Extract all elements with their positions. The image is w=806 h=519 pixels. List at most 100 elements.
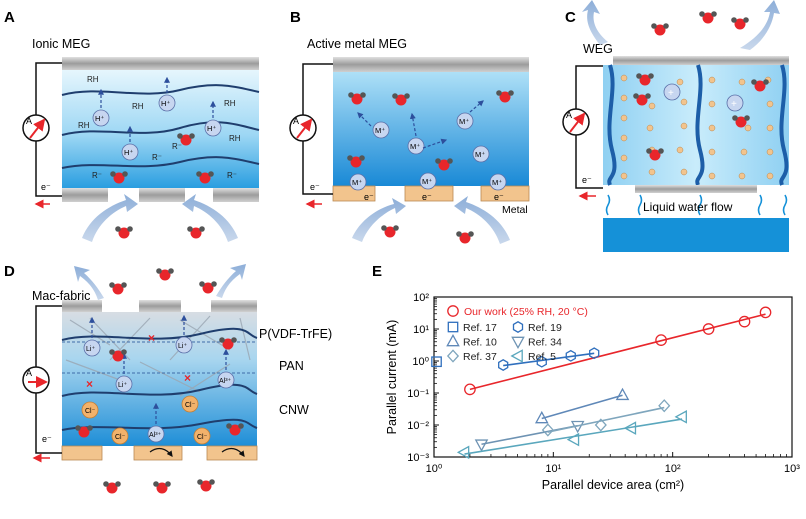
data-point xyxy=(655,334,667,346)
svg-text:M⁺: M⁺ xyxy=(492,178,502,187)
rh-label: RH xyxy=(78,121,90,130)
water-flow-layer xyxy=(603,218,789,252)
panel-d: D Mac-fabric Li⁺ Li⁺ Li⁺ Al³⁺ Al³⁺ Cl⁻ C… xyxy=(4,263,332,494)
x-tick-label: 10² xyxy=(665,463,681,475)
svg-text:H⁺: H⁺ xyxy=(207,124,216,133)
data-point xyxy=(498,359,509,371)
svg-text:M⁺: M⁺ xyxy=(410,142,420,151)
legend-label: Ref. 10 xyxy=(463,337,497,349)
data-point xyxy=(464,383,476,396)
y-tick-label: 10⁻¹ xyxy=(407,388,429,400)
svg-text:A: A xyxy=(566,110,572,120)
metal-ions: M⁺ M⁺ M⁺ M⁺ M⁺ M⁺ M⁺ xyxy=(349,112,507,191)
panel-letter-b: B xyxy=(290,9,301,26)
svg-text:×: × xyxy=(86,377,93,391)
panel-b-title: Active metal MEG xyxy=(307,37,407,51)
y-axis-label: Parallel current (mA) xyxy=(385,320,399,435)
data-point xyxy=(512,321,524,333)
rh-label: RH xyxy=(224,99,236,108)
data-point xyxy=(759,306,772,319)
y-tick-label: 10² xyxy=(413,292,429,304)
svg-text:Li⁺: Li⁺ xyxy=(86,346,95,353)
svg-text:Li⁺: Li⁺ xyxy=(118,382,127,389)
svg-text:×: × xyxy=(184,371,191,385)
data-point xyxy=(623,421,637,435)
data-point xyxy=(615,387,630,401)
legend-label: Ref. 5 xyxy=(528,351,556,363)
data-point xyxy=(541,423,554,437)
data-point xyxy=(446,333,460,347)
svg-text:M⁺: M⁺ xyxy=(375,126,385,135)
series-ref-5 xyxy=(456,410,687,460)
data-point xyxy=(589,347,600,360)
svg-text:M⁺: M⁺ xyxy=(352,178,362,187)
svg-text:A: A xyxy=(26,368,32,378)
anion-label: R⁻ xyxy=(227,171,237,180)
svg-text:+: + xyxy=(668,88,674,99)
svg-text:H⁺: H⁺ xyxy=(124,148,133,157)
y-tick-label: 10⁻² xyxy=(407,420,429,432)
data-point xyxy=(474,439,489,452)
fit-line xyxy=(503,352,595,367)
water-layer xyxy=(62,70,259,188)
fit-line xyxy=(547,406,665,433)
data-point xyxy=(536,355,547,368)
data-point xyxy=(534,410,549,424)
data-point xyxy=(658,399,671,413)
electron-label: e⁻ xyxy=(41,182,51,192)
series-ref-37 xyxy=(541,399,671,437)
fit-line xyxy=(469,313,766,391)
svg-text:Cl⁻: Cl⁻ xyxy=(115,434,126,441)
data-point xyxy=(447,305,459,317)
anion-label: R⁻ xyxy=(152,153,162,162)
chloride-balls: Cl⁻ Cl⁻ Cl⁻ Cl⁻ xyxy=(81,395,211,445)
anion-label: R⁻ xyxy=(172,142,182,151)
legend-label: Ref. 34 xyxy=(528,337,562,349)
panel-d-title: Mac-fabric xyxy=(32,289,90,303)
svg-text:Cl⁻: Cl⁻ xyxy=(85,408,96,415)
svg-text:M⁺: M⁺ xyxy=(475,150,485,159)
panel-a-title: Ionic MEG xyxy=(32,37,90,51)
data-point xyxy=(594,418,607,432)
legend-label: Ref. 19 xyxy=(528,322,562,334)
series-ref-17 xyxy=(431,356,442,368)
top-electrode xyxy=(62,57,259,70)
svg-text:Cl⁻: Cl⁻ xyxy=(197,434,208,441)
panel-a: A Ionic MEG RH RH RH RH RH R⁻ R⁻ R⁻ R⁻ H… xyxy=(4,9,260,242)
layer-label-bottom: CNW xyxy=(279,403,309,417)
svg-text:Al³⁺: Al³⁺ xyxy=(219,378,232,385)
svg-text:H⁺: H⁺ xyxy=(95,114,104,123)
data-point xyxy=(566,432,580,447)
x-axis-label: Parallel device area (cm²) xyxy=(542,478,684,492)
svg-text:A: A xyxy=(293,116,299,126)
panel-letter-d: D xyxy=(4,263,15,280)
svg-text:e⁻: e⁻ xyxy=(422,192,432,202)
svg-text:e⁻: e⁻ xyxy=(310,182,320,192)
svg-text:×: × xyxy=(148,331,155,345)
series-ref-34 xyxy=(474,420,585,452)
svg-text:e⁻: e⁻ xyxy=(582,175,592,185)
flow-label: Liquid water flow xyxy=(643,200,733,214)
ion-balls: Li⁺ Li⁺ Li⁺ Al³⁺ Al³⁺ xyxy=(83,336,235,443)
data-point xyxy=(447,321,459,333)
y-tick-label: 10⁰ xyxy=(412,356,429,368)
panel-b: B Active metal MEG M⁺ M⁺ M⁺ M⁺ M⁺ M⁺ M⁺ xyxy=(289,9,530,244)
series-ref-10 xyxy=(534,387,630,424)
data-point xyxy=(431,356,442,368)
data-point xyxy=(456,445,470,460)
panel-c-title: WEG xyxy=(583,42,613,56)
y-tick-label: 10⁻³ xyxy=(407,452,429,464)
rh-label: RH xyxy=(229,134,241,143)
legend-label: Our work (25% RH, 20 °C) xyxy=(464,306,588,318)
svg-text:Al³⁺: Al³⁺ xyxy=(149,432,162,439)
series-our-work-25-rh-20-c- xyxy=(464,306,772,396)
svg-text:Cl⁻: Cl⁻ xyxy=(185,402,196,409)
rh-label: RH xyxy=(87,75,99,84)
legend-label: Ref. 37 xyxy=(463,351,497,363)
svg-text:M⁺: M⁺ xyxy=(459,117,469,126)
legend-label: Ref. 17 xyxy=(463,322,497,334)
x-tick-label: 10⁰ xyxy=(426,463,443,475)
rh-label: RH xyxy=(132,102,144,111)
